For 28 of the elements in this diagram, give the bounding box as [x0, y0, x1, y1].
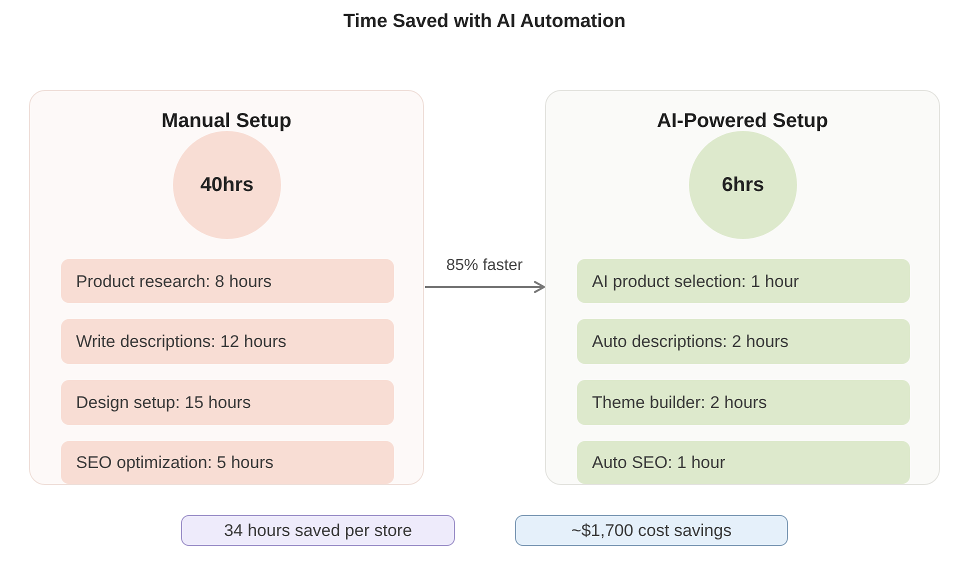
task-label: Auto descriptions: 2 hours	[592, 331, 790, 352]
diagram-title: Time Saved with AI Automation	[343, 10, 626, 34]
setup-panel	[29, 90, 424, 485]
task-bar	[577, 441, 910, 484]
hours-total: 6hrs	[722, 173, 764, 197]
task-bar	[61, 259, 394, 303]
hours-total: 40hrs	[200, 173, 254, 197]
task-label: Theme builder: 2 hours	[592, 392, 768, 413]
task-label: Design setup: 15 hours	[76, 392, 252, 413]
task-label: Product research: 8 hours	[76, 270, 273, 292]
task-bar	[61, 380, 394, 425]
setup-panel	[545, 90, 940, 485]
task-bar	[61, 441, 394, 484]
task-label: Write descriptions: 12 hours	[76, 331, 288, 352]
task-label: Auto SEO: 1 hour	[592, 452, 726, 473]
panel-heading: AI-Powered Setup	[656, 109, 828, 133]
task-bar	[61, 319, 394, 364]
summary-text: 34 hours saved per store	[224, 520, 412, 541]
summary-text: ~$1,700 cost savings	[571, 520, 732, 541]
task-label: AI product selection: 1 hour	[592, 270, 800, 292]
task-bar	[577, 259, 910, 303]
panel-heading: Manual Setup	[161, 109, 292, 133]
task-bar	[577, 319, 910, 364]
task-bar	[577, 380, 910, 425]
task-label: SEO optimization: 5 hours	[76, 452, 274, 473]
summary-pill	[515, 515, 788, 546]
summary-pill	[181, 515, 455, 546]
arrow	[425, 281, 545, 293]
